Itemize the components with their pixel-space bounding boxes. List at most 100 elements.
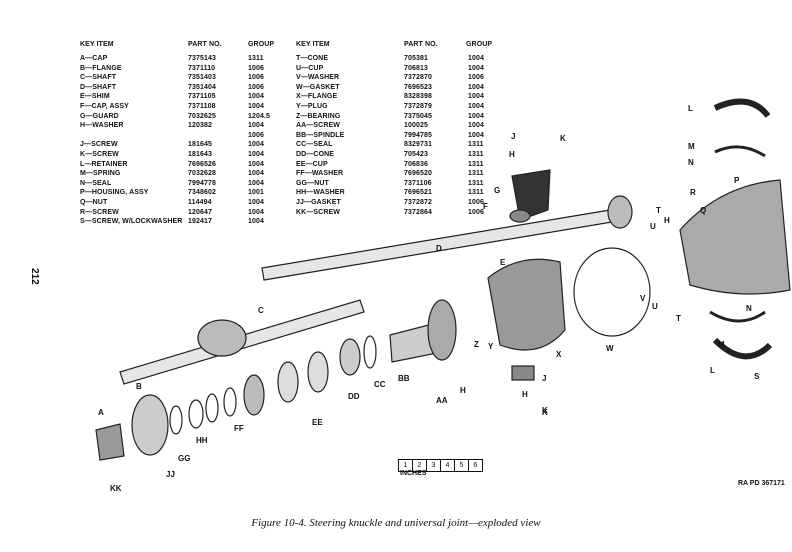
header-group-right: GROUP — [466, 41, 493, 48]
part-number-cell: 7994778 — [188, 179, 216, 187]
part-number-cell: 7348602 — [188, 189, 216, 197]
part-number-cell: 7696520 — [404, 170, 432, 178]
part-number-cell: 7696526 — [188, 160, 216, 168]
group-cell: 1311 — [468, 189, 484, 197]
cup-ee-2 — [277, 361, 299, 403]
part-number-cell: 7371106 — [404, 179, 432, 187]
group-cell: 1004 — [248, 170, 264, 178]
key-item-cell: J—SCREW — [80, 141, 118, 149]
group-cell: 1004 — [248, 208, 264, 216]
knuckle-x — [487, 258, 566, 351]
group-cell: 1311 — [468, 179, 484, 187]
callout-x: X — [556, 350, 562, 359]
group-cell: 1004 — [468, 55, 484, 62]
group-cell: 1006 — [248, 64, 264, 72]
header-part-no-left: PART NO. — [188, 41, 222, 48]
group-cell: 1004 — [468, 112, 484, 120]
part-number-cell: 120647 — [188, 208, 212, 216]
callout-j: J — [542, 374, 547, 383]
cap-f-top — [509, 209, 531, 223]
cap-a — [95, 423, 125, 461]
key-item-cell: L—RETAINER — [80, 160, 128, 168]
spindle-flange — [427, 299, 457, 361]
header-group-left: GROUP — [248, 41, 275, 48]
key-item-cell: EE—CUP — [296, 160, 328, 168]
callout-h: H — [664, 216, 670, 225]
part-number-cell: 7696521 — [404, 189, 432, 197]
plate-id: RA PD 367171 — [738, 480, 785, 487]
key-item-cell: B—FLANGE — [80, 64, 122, 72]
part-number-cell: 8328398 — [404, 93, 432, 101]
washer-ff — [223, 387, 237, 417]
callout-aa: AA — [436, 396, 448, 405]
group-cell: 1004 — [248, 179, 264, 187]
flange-b — [131, 394, 169, 456]
callout-kk: KK — [110, 484, 122, 493]
key-item-cell: G—GUARD — [80, 112, 119, 120]
callout-k: K — [560, 134, 566, 143]
key-item-cell: P—HOUSING, ASSY — [80, 189, 149, 197]
ruler-unit: INCHES — [400, 470, 427, 477]
key-item-cell: M—SPRING — [80, 170, 121, 178]
key-item-cell: V—WASHER — [296, 74, 340, 82]
callout-b: B — [136, 382, 142, 391]
callout-gg: GG — [178, 454, 191, 463]
part-number-cell: 7372879 — [404, 102, 432, 110]
ruler-mark: 1 — [399, 460, 413, 471]
part-number-cell: 7351404 — [188, 83, 216, 91]
part-number-cell: 706836 — [404, 160, 428, 168]
group-cell: 1004 — [248, 198, 264, 206]
group-cell: 1004 — [468, 93, 484, 101]
callout-ff: FF — [234, 424, 244, 433]
callout-h: H — [522, 390, 528, 399]
key-item-cell: DD—CONE — [296, 150, 335, 158]
group-cell: 1004 — [248, 102, 264, 110]
ruler-mark: 3 — [427, 460, 441, 471]
callout-u: U — [650, 222, 656, 231]
callout-q: Q — [700, 206, 707, 215]
key-item-cell: JJ—GASKET — [296, 198, 341, 206]
group-cell: 1006 — [468, 208, 484, 216]
part-number-cell: 7032628 — [188, 170, 216, 178]
part-number-cell: 7375045 — [404, 112, 432, 120]
cup-ee-1 — [307, 351, 329, 393]
group-cell: 1004 — [248, 93, 264, 101]
washer-hh — [188, 399, 204, 429]
callout-k: K — [542, 408, 548, 417]
key-item-cell: Y—PLUG — [296, 102, 328, 110]
part-number-cell: 7372870 — [404, 74, 432, 82]
part-number-cell: 114494 — [188, 198, 212, 206]
callout-cc: CC — [374, 380, 386, 389]
callout-d: D — [436, 244, 442, 253]
group-cell: 1004 — [248, 150, 264, 158]
universal-joint — [197, 319, 247, 357]
header-key-item-right: KEY ITEM — [296, 41, 330, 48]
group-cell: 1004 — [468, 64, 484, 72]
key-item-cell: F—CAP, ASSY — [80, 102, 129, 110]
part-number-cell: 7371105 — [188, 93, 216, 101]
cone-dd-2 — [243, 374, 265, 416]
key-item-cell: W—GASKET — [296, 83, 340, 91]
key-item-cell: U—CUP — [296, 64, 324, 72]
callout-y: Y — [488, 342, 494, 351]
part-number-cell: 181643 — [188, 150, 212, 158]
part-number-cell: 7351403 — [188, 74, 216, 82]
housing-p — [679, 179, 791, 295]
part-number-cell: 100025 — [404, 122, 428, 130]
group-cell: 1006 — [248, 83, 264, 91]
seal-n-top — [714, 145, 766, 158]
ruler-mark: 5 — [455, 460, 469, 471]
key-item-cell: BB—SPINDLE — [296, 131, 345, 139]
group-cell: 1311 — [468, 170, 484, 178]
part-number-cell: 7371108 — [188, 102, 216, 110]
callout-t: T — [656, 206, 661, 215]
callout-z: Z — [474, 340, 479, 349]
group-cell: 1006 — [468, 198, 484, 206]
part-number-cell: 705423 — [404, 150, 428, 158]
part-number-cell: 7372864 — [404, 208, 432, 216]
key-item-cell: H—WASHER — [80, 122, 124, 130]
